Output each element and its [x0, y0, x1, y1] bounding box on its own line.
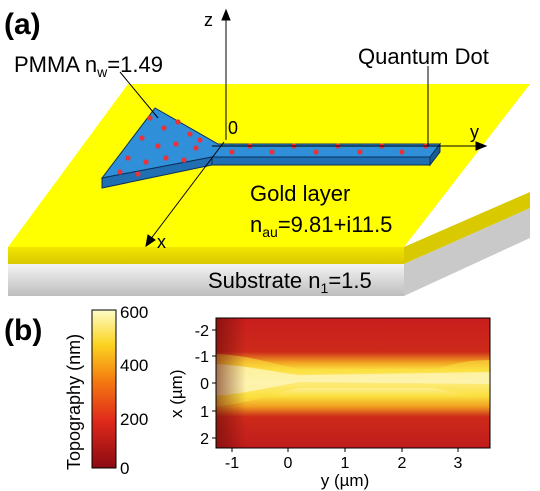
topography-map — [215, 317, 491, 449]
pmma-leader-line — [119, 71, 159, 119]
colorbar-tick-400: 400 — [120, 356, 148, 375]
waveguide-end — [429, 142, 441, 167]
gold-layer-label: Gold layer — [250, 181, 350, 206]
origin-label: 0 — [228, 118, 238, 138]
quantum-dot — [175, 119, 181, 125]
quantum-dot — [187, 131, 193, 137]
coordinate-axes — [145, 8, 488, 248]
colorbar-tick-0: 0 — [120, 459, 129, 478]
substrate-label: Substrate n1=1.5 — [208, 268, 372, 296]
axis-z-label: z — [204, 10, 213, 30]
substrate-front — [8, 264, 404, 296]
quantum-dot — [135, 171, 141, 177]
quantum-dot — [197, 137, 203, 143]
pmma-label-main: PMMA n — [14, 52, 97, 77]
y-axis-title: y (µm) — [321, 471, 370, 490]
quantum-dot — [229, 149, 235, 155]
substrate-side — [404, 208, 530, 296]
quantum-dot — [155, 143, 161, 149]
gold-n-label: nau=9.81+i11.5 — [250, 212, 392, 240]
y-tick-label: 0 — [284, 455, 293, 472]
quantum-dot — [139, 135, 145, 141]
quantum-dot — [269, 149, 275, 155]
axis-x-label: x — [157, 232, 166, 252]
waveguide-ridge-front — [211, 156, 431, 166]
panel-a: (a) z y x 0 — [4, 8, 530, 296]
quantum-dot-label: Quantum Dot — [358, 44, 489, 69]
quantum-dot — [181, 157, 187, 163]
pmma-label-sub: w — [96, 64, 108, 80]
y-tick-label: 3 — [454, 455, 463, 472]
x-tick-label: -1 — [195, 349, 209, 366]
quantum-dot — [193, 145, 199, 151]
substrate-value: =1.5 — [328, 268, 371, 293]
y-tick-label: 1 — [341, 455, 350, 472]
x-axis-title: x (µm) — [167, 369, 186, 418]
x-axis-line — [149, 141, 225, 241]
panel-b: (b) Topography (nm) 600 400 200 0 — [4, 303, 491, 490]
quantum-dot — [147, 115, 153, 121]
map-corner-shading — [216, 318, 246, 448]
quantum-dot — [163, 155, 169, 161]
x-tick-label: 2 — [200, 431, 209, 448]
y-axis-arrow — [475, 141, 488, 151]
x-tick-label: 1 — [200, 404, 209, 421]
gold-layer-front-edge — [8, 247, 404, 264]
colorbar — [91, 309, 117, 469]
panel-a-label: (a) — [4, 8, 41, 41]
substrate-sub: 1 — [321, 280, 329, 296]
y-tick-label: -1 — [225, 455, 239, 472]
pmma-label: PMMA nw=1.49 — [14, 52, 163, 80]
x-axis-arrow — [145, 234, 156, 248]
quantum-dot — [125, 155, 131, 161]
map-ridge-core — [216, 364, 490, 396]
x-tick-label: -2 — [195, 323, 209, 340]
quantum-dot — [161, 125, 167, 131]
gold-n-main: n — [250, 212, 262, 237]
gold-n-value: =9.81+i11.5 — [278, 212, 393, 237]
quantum-dot — [313, 149, 319, 155]
axis-y-label: y — [470, 122, 479, 142]
panel-b-label: (b) — [4, 314, 42, 347]
substrate-main: Substrate n — [208, 268, 321, 293]
colorbar-title: Topography (nm) — [64, 334, 84, 470]
z-axis-arrow — [221, 8, 231, 21]
quantum-dot — [399, 149, 405, 155]
map-axis-ticks — [212, 329, 459, 452]
quantum-dot — [173, 141, 179, 147]
quantum-dot — [357, 149, 363, 155]
colorbar-tick-600: 600 — [120, 303, 148, 322]
pmma-label-value: =1.49 — [107, 52, 163, 77]
x-tick-label: 0 — [200, 376, 209, 393]
quantum-dot — [117, 169, 123, 175]
y-tick-label: 2 — [398, 455, 407, 472]
gold-n-sub: au — [262, 224, 278, 240]
colorbar-tick-200: 200 — [120, 410, 148, 429]
quantum-dot — [143, 159, 149, 165]
gold-layer-side — [404, 192, 530, 264]
